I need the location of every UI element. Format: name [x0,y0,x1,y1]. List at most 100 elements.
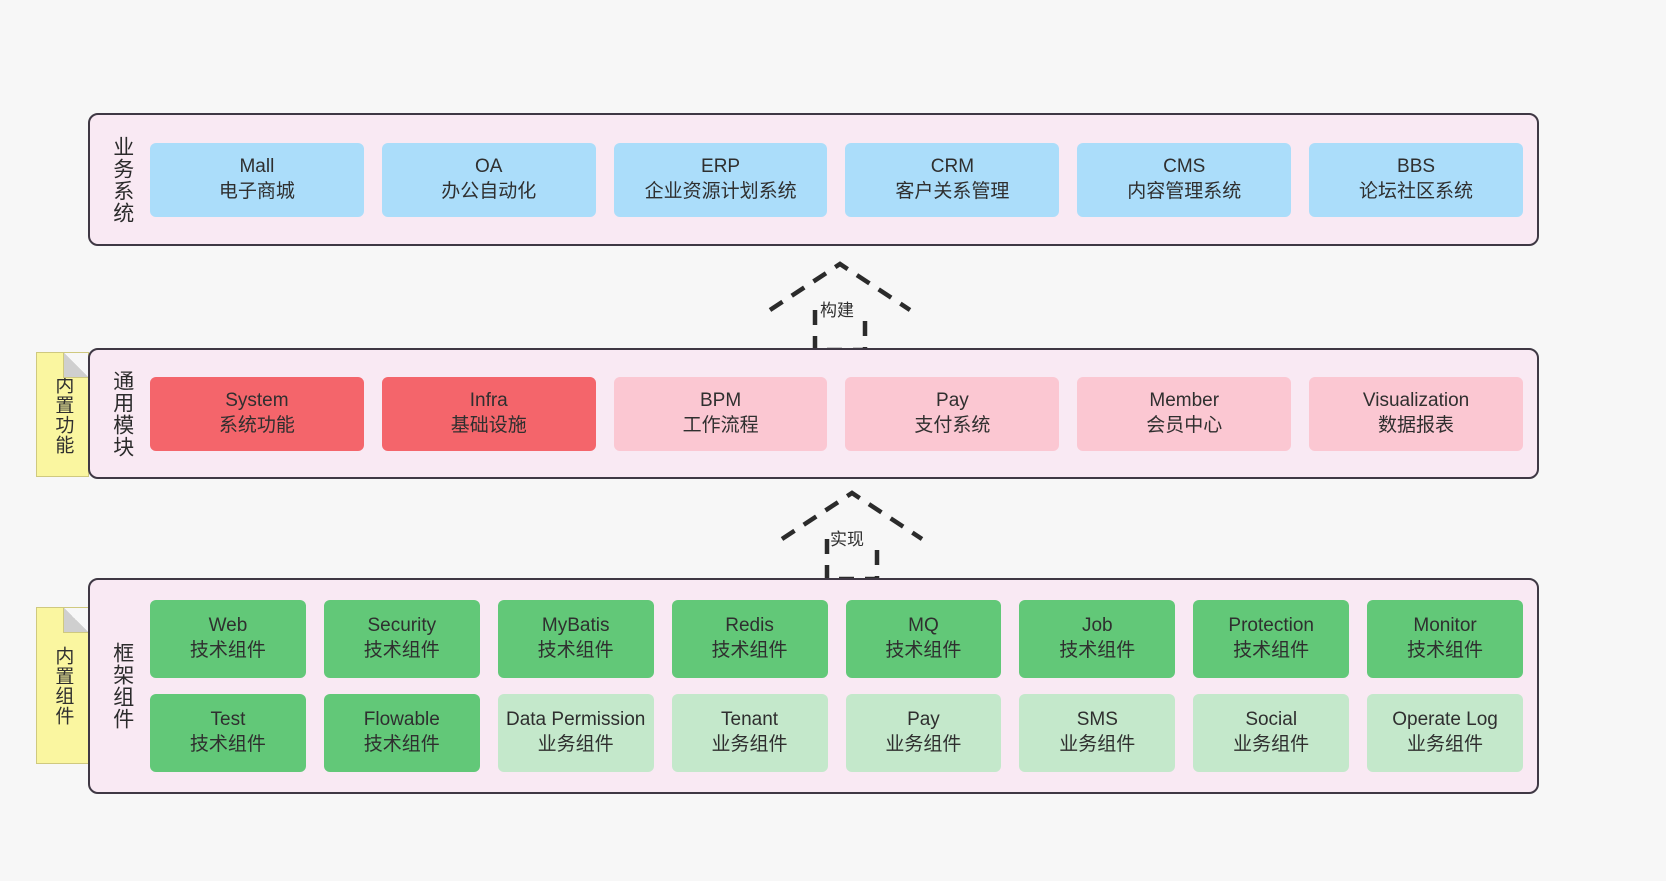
layer-title-common-module: 通用模块 [110,369,134,458]
component-name-en: SMS [1076,709,1118,731]
component-name-en: Web [208,615,248,637]
component-name-cn: 技术组件 [189,640,266,661]
component-name-cn: 技术组件 [363,640,440,661]
module-name-cn: 内容管理系统 [1127,180,1242,202]
module-name-en: CMS [1163,155,1206,177]
component-operate-log[interactable]: Operate Log 业务组件 [1367,694,1523,772]
layer-body-business-system: Mall 电子商城 OA 办公自动化 ERP 企业资源计划系统 CRM 客户关系… [142,115,1537,244]
component-name-cn: 业务组件 [1233,734,1310,755]
module-pay[interactable]: Pay 支付系统 [845,376,1060,451]
component-sms[interactable]: SMS 业务组件 [1019,694,1176,772]
component-name-en: Data Permission [505,709,646,731]
module-crm[interactable]: CRM 客户关系管理 [845,142,1060,217]
component-job[interactable]: Job 技术组件 [1019,600,1176,678]
layer-body-framework-component: Web 技术组件 Security 技术组件 MyBatis 技术组件 Redi… [142,580,1537,792]
layer-title-framework-component: 框架组件 [110,642,134,730]
component-name-en: Job [1081,615,1113,637]
module-name-cn: 办公自动化 [441,180,537,202]
component-tenant[interactable]: Tenant 业务组件 [671,694,828,772]
layer-framework-component: 框架组件 Web 技术组件 Security 技术组件 MyBatis 技术组件… [88,578,1539,794]
component-name-cn: 业务组件 [1407,734,1484,755]
module-name-cn: 工作流程 [682,414,759,436]
component-name-en: MQ [908,615,939,637]
note-builtin-function: 内置功能 [36,352,89,477]
layer-title-business-system: 业务系统 [110,135,134,224]
arrow-implement: 实现 [772,487,932,582]
module-name-en: Member [1149,389,1220,411]
layer-body-common-module: System 系统功能 Infra 基础设施 BPM 工作流程 Pay 支付系统… [142,350,1537,477]
module-erp[interactable]: ERP 企业资源计划系统 [613,142,828,217]
component-mq[interactable]: MQ 技术组件 [845,600,1002,678]
component-name-en: Protection [1228,615,1314,637]
module-name-en: BPM [699,389,742,411]
component-name-en: Security [367,615,437,637]
module-name-cn: 会员中心 [1146,414,1223,436]
module-bpm[interactable]: BPM 工作流程 [613,376,828,451]
component-web[interactable]: Web 技术组件 [150,600,306,678]
component-pay[interactable]: Pay 业务组件 [845,694,1002,772]
component-name-en: Social [1245,709,1298,731]
component-redis[interactable]: Redis 技术组件 [671,600,828,678]
component-name-en: Monitor [1413,615,1477,637]
module-name-cn: 电子商城 [218,180,295,202]
module-name-en: CRM [930,155,975,177]
module-member[interactable]: Member 会员中心 [1077,376,1292,451]
module-name-cn: 系统功能 [218,414,295,436]
module-oa[interactable]: OA 办公自动化 [381,142,596,217]
module-name-en: Visualization [1362,389,1470,411]
component-name-cn: 技术组件 [189,734,266,755]
component-test[interactable]: Test 技术组件 [150,694,306,772]
component-monitor[interactable]: Monitor 技术组件 [1367,600,1523,678]
module-name-en: Mall [239,155,275,177]
note-builtin-component: 内置组件 [36,607,89,764]
module-name-cn: 客户关系管理 [895,180,1010,202]
component-name-cn: 业务组件 [537,734,614,755]
component-name-en: Operate Log [1392,709,1498,731]
component-flowable[interactable]: Flowable 技术组件 [323,694,480,772]
module-name-en: System [225,389,289,411]
component-name-en: Pay [907,709,940,731]
layer-business-system: 业务系统 Mall 电子商城 OA 办公自动化 ERP 企业资源计划系统 CRM… [88,113,1539,246]
component-security[interactable]: Security 技术组件 [323,600,480,678]
component-name-cn: 技术组件 [885,640,962,661]
module-mall[interactable]: Mall 电子商城 [150,142,364,217]
component-mybatis[interactable]: MyBatis 技术组件 [497,600,654,678]
module-name-cn: 支付系统 [914,414,991,436]
component-name-cn: 业务组件 [711,734,788,755]
component-name-cn: 技术组件 [1059,640,1136,661]
module-cms[interactable]: CMS 内容管理系统 [1077,142,1292,217]
module-name-en: Infra [469,389,508,411]
module-name-en: BBS [1397,155,1436,177]
module-name-en: Pay [936,389,969,411]
component-name-en: Test [210,709,246,731]
arrow-build-label: 构建 [820,301,854,320]
component-name-en: Flowable [363,709,440,731]
component-social[interactable]: Social 业务组件 [1193,694,1350,772]
module-name-en: ERP [701,155,741,177]
component-protection[interactable]: Protection 技术组件 [1193,600,1350,678]
cell-row: Mall 电子商城 OA 办公自动化 ERP 企业资源计划系统 CRM 客户关系… [150,142,1523,217]
component-name-en: Redis [725,615,774,637]
arrow-build: 构建 [760,258,920,353]
arrow-implement-label: 实现 [830,530,864,549]
module-visualization[interactable]: Visualization 数据报表 [1309,376,1523,451]
component-name-cn: 业务组件 [885,734,962,755]
module-name-cn: 论坛社区系统 [1359,180,1474,202]
cell-row: Web 技术组件 Security 技术组件 MyBatis 技术组件 Redi… [150,600,1523,678]
component-name-cn: 技术组件 [537,640,614,661]
module-system[interactable]: System 系统功能 [150,376,364,451]
module-infra[interactable]: Infra 基础设施 [381,376,596,451]
module-name-cn: 基础设施 [450,414,527,436]
cell-row: Test 技术组件 Flowable 技术组件 Data Permission … [150,694,1523,772]
component-name-cn: 技术组件 [711,640,788,661]
module-name-en: OA [475,155,503,177]
component-name-cn: 技术组件 [363,734,440,755]
layer-common-module: 通用模块 System 系统功能 Infra 基础设施 BPM 工作流程 Pay… [88,348,1539,479]
component-name-cn: 技术组件 [1407,640,1484,661]
module-bbs[interactable]: BBS 论坛社区系统 [1309,142,1523,217]
component-name-cn: 业务组件 [1059,734,1136,755]
component-name-en: MyBatis [541,615,610,637]
component-name-en: Tenant [721,709,779,731]
component-data-permission[interactable]: Data Permission 业务组件 [497,694,654,772]
